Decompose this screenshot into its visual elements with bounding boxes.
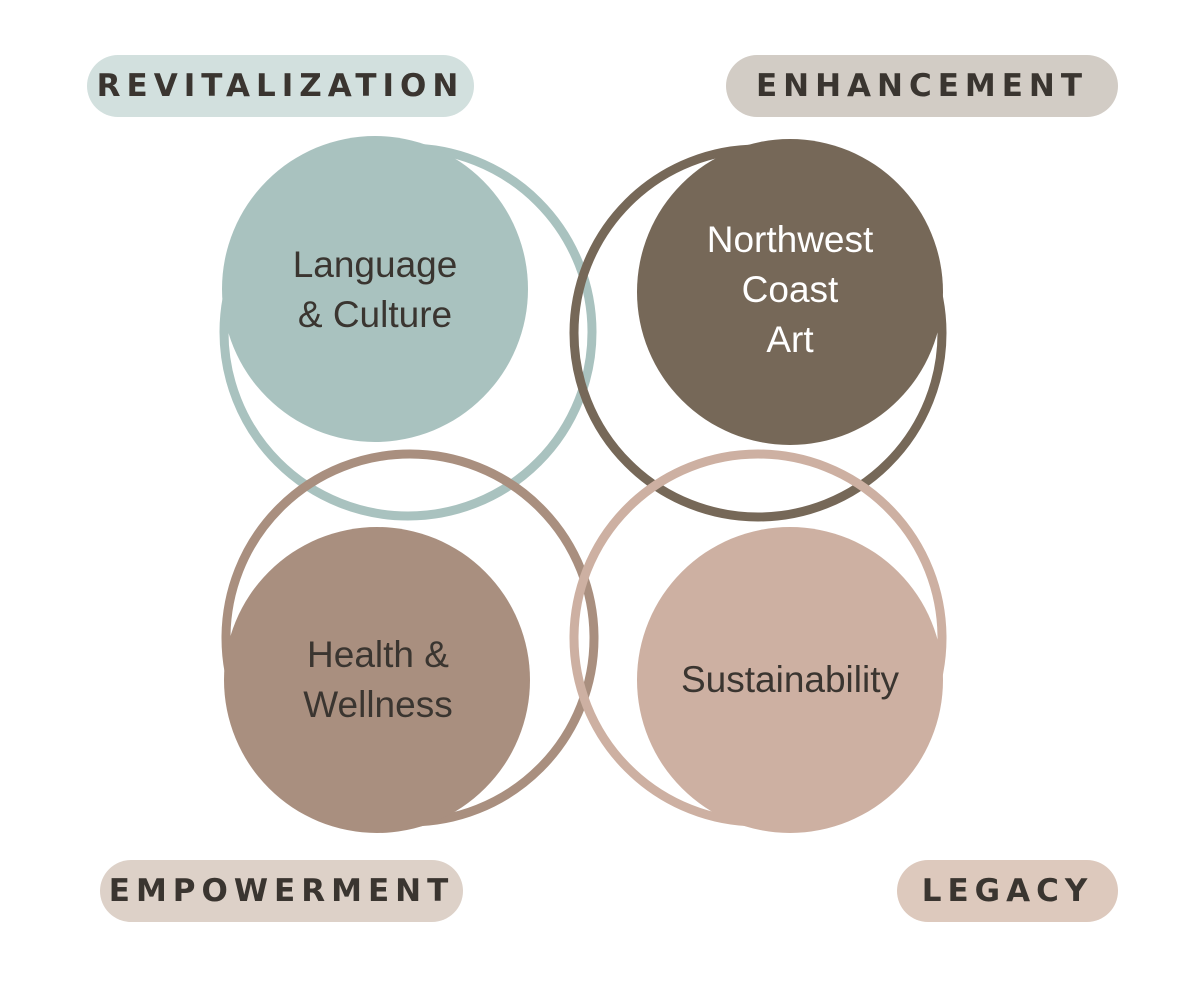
sustainability-label: Sustainability: [680, 659, 899, 700]
language-culture-label: Language & Culture: [292, 244, 458, 335]
health-wellness-circle: [224, 527, 530, 833]
revitalization-label: REVITALIZATION: [96, 68, 465, 104]
enhancement-pill: ENHANCEMENT: [726, 55, 1118, 117]
legacy-label: LEGACY: [921, 873, 1094, 909]
language-culture-circle: [222, 136, 528, 442]
empowerment-pill: EMPOWERMENT: [100, 860, 463, 922]
enhancement-label: ENHANCEMENT: [755, 68, 1089, 104]
northwest-coast-art-label: Northwest Coast Art: [706, 219, 874, 360]
northwest-coast-art-circle: [637, 139, 943, 445]
revitalization-pill: REVITALIZATION: [87, 55, 474, 117]
legacy-pill: LEGACY: [897, 860, 1118, 922]
empowerment-label: EMPOWERMENT: [108, 873, 455, 909]
sustainability-circle: [637, 527, 943, 833]
health-wellness-label: Health & Wellness: [303, 634, 453, 725]
